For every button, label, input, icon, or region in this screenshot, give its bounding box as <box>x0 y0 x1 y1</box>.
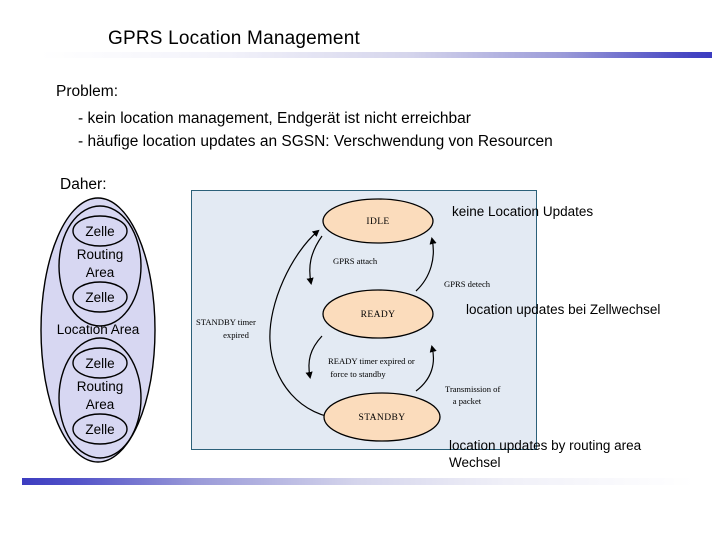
edge-label-transmission-line1: Transmission of <box>445 384 500 394</box>
edge-label-gprs-attach: GPRS attach <box>333 256 378 266</box>
location-area-diagram: Zelle Routing Area Zelle Location Area Z… <box>30 196 190 464</box>
edge-label-standby-timer-line1: STANDBY timer <box>196 317 256 327</box>
problem-bullet-2: - häufige location updates an SGSN: Vers… <box>78 133 553 150</box>
location-area-label: Location Area <box>57 322 140 337</box>
edge-ready-to-standby <box>305 335 323 379</box>
edge-ready-to-idle <box>415 237 437 292</box>
edge-label-ready-timer-line1: READY timer expired or <box>328 356 415 366</box>
conclusion-label: Daher: <box>60 176 107 193</box>
page-title: GPRS Location Management <box>108 28 360 49</box>
routing-area-label-bottom-line2: Area <box>86 397 115 412</box>
edge-standby-to-idle <box>269 229 345 420</box>
cell-ellipse-bottom-2 <box>72 413 128 445</box>
problem-bullet-1: - kein location management, Endgerät ist… <box>78 110 471 127</box>
cell-label-top-2: Zelle <box>85 290 114 305</box>
state-label-standby: STANDBY <box>359 413 406 423</box>
cell-ellipse-top-1 <box>72 215 128 247</box>
annotation-standby-line2: Wechsel <box>449 455 501 470</box>
edge-label-gprs-detech: GPRS detech <box>444 279 491 289</box>
state-standby <box>323 392 441 442</box>
routing-area-label-top-line1: Routing <box>77 247 124 262</box>
routing-area-label-top-line2: Area <box>86 265 115 280</box>
edge-label-ready-timer-line2: force to standby <box>330 369 386 379</box>
state-ready <box>322 289 434 339</box>
annotation-standby-line1: location updates by routing area <box>449 438 642 453</box>
problem-text-block: Problem: - kein location management, End… <box>56 80 553 153</box>
annotation-idle-state: keine Location Updates <box>452 204 594 219</box>
annotation-standby-state: location updates by routing area Wechsel <box>449 437 697 471</box>
cell-label-bottom-2: Zelle <box>85 422 114 437</box>
edge-label-transmission-line2: a packet <box>453 396 482 406</box>
title-divider-bar <box>40 52 712 58</box>
cell-label-top-1: Zelle <box>85 224 114 239</box>
state-idle <box>322 198 434 244</box>
annotation-ready-state: location updates bei Zellwechsel <box>466 302 661 317</box>
state-label-ready: READY <box>361 310 396 320</box>
cell-ellipse-bottom-1 <box>72 347 128 379</box>
gprs-mm-state-machine-diagram: IDLE READY STANDBY GPRS attach GPRS dete… <box>191 190 537 450</box>
edge-label-standby-timer-line2: expired <box>223 330 249 340</box>
cell-label-bottom-1: Zelle <box>85 356 114 371</box>
footer-divider-bar <box>22 478 694 485</box>
edge-idle-to-ready <box>306 235 323 285</box>
edge-standby-to-ready <box>415 345 437 392</box>
problem-heading: Problem: <box>56 83 119 100</box>
cell-ellipse-top-2 <box>72 281 128 313</box>
routing-area-label-bottom-line1: Routing <box>77 379 124 394</box>
state-label-idle: IDLE <box>366 217 389 227</box>
